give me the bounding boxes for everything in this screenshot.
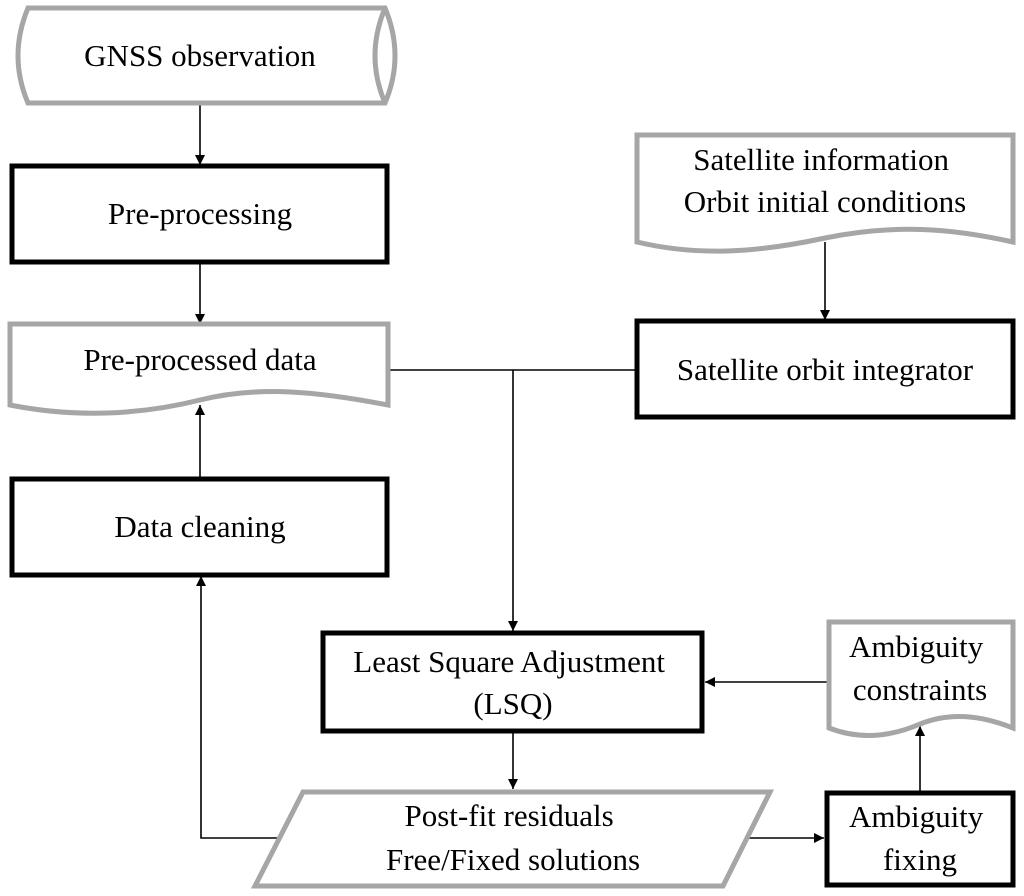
pre-processing-label: Pre-processing bbox=[108, 196, 292, 231]
lsq-node: Least Square Adjustment (LSQ) bbox=[320, 630, 705, 734]
pre-processed-data-label: Pre-processed data bbox=[83, 342, 316, 377]
ambiguity-constraints-node: Ambiguity constraints bbox=[826, 619, 1016, 739]
post-fit-node: Post-fit residuals Free/Fixed solutions bbox=[250, 789, 775, 889]
data-cleaning-node: Data cleaning bbox=[9, 476, 390, 578]
post-fit-label: Post-fit residuals Free/Fixed solutions bbox=[386, 798, 640, 877]
gnss-observation-label: GNSS observation bbox=[84, 38, 316, 73]
gnss-observation-node: GNSS observation bbox=[15, 5, 398, 106]
ambiguity-constraints-label: Ambiguity constraints bbox=[849, 629, 991, 707]
pre-processed-data-node: Pre-processed data bbox=[7, 321, 391, 416]
satellite-information-node: Satellite information Orbit initial cond… bbox=[634, 132, 1016, 254]
ambiguity-fixing-node: Ambiguity fixing bbox=[824, 790, 1016, 888]
ambiguity-fixing-label: Ambiguity fixing bbox=[849, 799, 991, 877]
satellite-information-label: Satellite information Orbit initial cond… bbox=[684, 142, 966, 219]
pre-processing-node: Pre-processing bbox=[9, 163, 390, 265]
lsq-label: Least Square Adjustment (LSQ) bbox=[353, 644, 672, 721]
satellite-orbit-integrator-label: Satellite orbit integrator bbox=[677, 352, 974, 387]
connectors bbox=[195, 103, 925, 843]
satellite-orbit-integrator-node: Satellite orbit integrator bbox=[634, 318, 1016, 420]
data-cleaning-label: Data cleaning bbox=[114, 509, 285, 544]
arrow-post-fit-to-data-cleaning bbox=[196, 576, 281, 839]
